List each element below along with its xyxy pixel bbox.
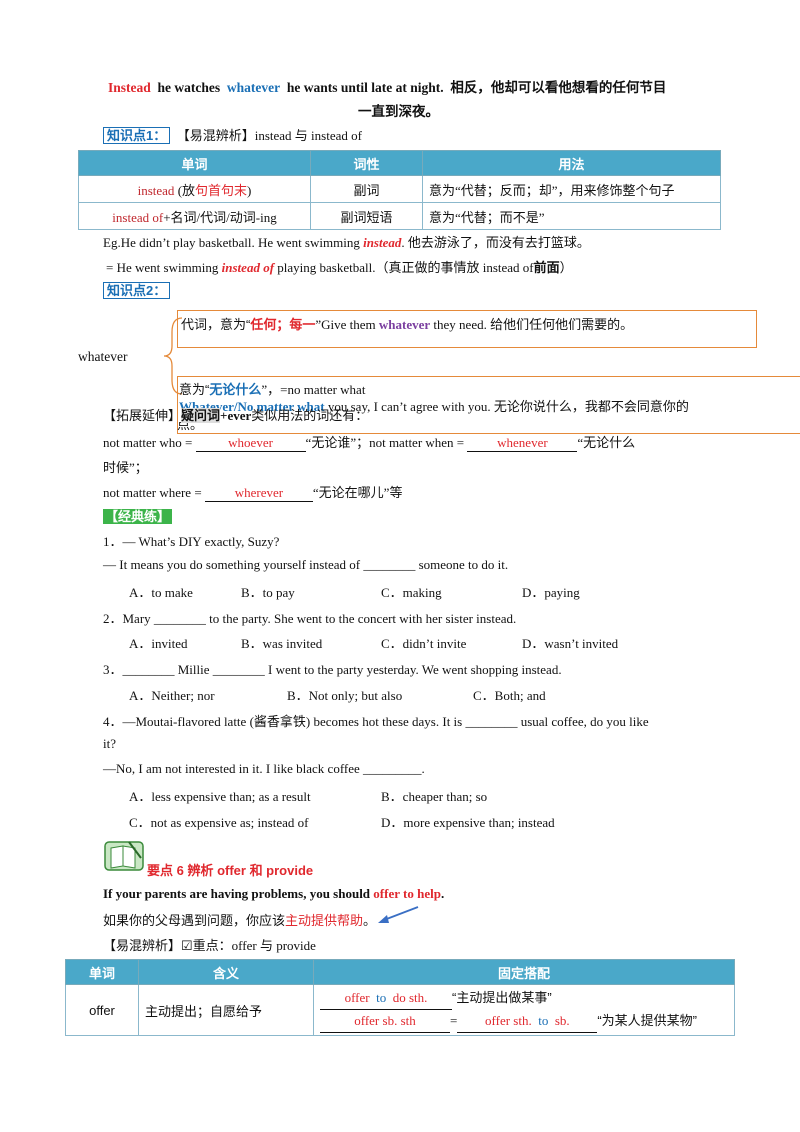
table2-header-meaning: 含义: [138, 959, 314, 985]
definition-box-2: [177, 376, 800, 434]
extension-where: not matter where = wherever“无论在哪儿”等: [103, 485, 403, 502]
q3-opt-a[interactable]: A．Neither; nor: [129, 688, 215, 703]
q1-line2: — It means you do something yourself ins…: [103, 557, 509, 572]
bracket: [163, 317, 183, 395]
answer-whoever: whoever: [195, 435, 306, 452]
bx-heading: 【易混辨析】☑重点：offer 与 provide: [103, 938, 316, 953]
q2-opt-c[interactable]: C．didn’t invite: [381, 636, 467, 651]
book-icon: [104, 841, 144, 871]
answer-wherever: wherever: [204, 485, 313, 502]
example-2: = He went swimming instead of playing ba…: [106, 260, 573, 275]
q3-opt-b[interactable]: B．Not only; but also: [287, 688, 403, 703]
example-1: Eg.He didn’t play basketball. He went sw…: [103, 235, 590, 250]
table-row: instead of+名词/代词/动词-ing 副词短语 意为“代替；而不是”: [78, 202, 721, 230]
q1-opt-a[interactable]: A．to make: [129, 585, 193, 600]
q2-question: 2．Mary ________ to the party. She went t…: [103, 611, 517, 626]
kp1-heading: 知识点1： 【易混辨析】instead 与 instead of: [103, 125, 362, 144]
point6-example: If your parents are having problems, you…: [103, 886, 445, 901]
kp2-heading: 知识点2：: [103, 282, 171, 299]
q4-opt-b[interactable]: B．cheaper than; so: [381, 789, 488, 804]
extension-who: not matter who = whoever“无论谁”；not matter…: [103, 435, 636, 452]
intro-whatever: whatever: [226, 80, 281, 95]
definition-2-example: Whatever/No matter what you say, I can’t…: [179, 399, 689, 414]
q1-question: 1．— What’s DIY exactly, Suzy?: [103, 534, 280, 549]
q3-opt-c[interactable]: C．Both; and: [473, 688, 546, 703]
collocation-2: offer sb. sth=offer sth. to sb.“为某人提供某物”: [320, 1010, 733, 1033]
intro-line-1: Instead he watches whatever he wants unt…: [108, 80, 667, 95]
point6-translation: 如果你的父母遇到问题，你应该主动提供帮助。: [103, 913, 377, 928]
q2-opt-a[interactable]: A．invited: [129, 636, 188, 651]
arrow-icon: [378, 906, 419, 923]
q4-opt-d[interactable]: D．more expensive than; instead: [381, 815, 555, 830]
answer-whenever: whenever: [467, 435, 578, 452]
q4-line3: —No, I am not interested in it. I like b…: [103, 761, 425, 776]
intro-line-2: 一直到深夜。: [358, 104, 439, 119]
extension-time: 时候”；: [103, 460, 148, 475]
q1-opt-c[interactable]: C．making: [381, 585, 442, 600]
table1-header-usage: 用法: [422, 150, 721, 176]
table2-header-collocation: 固定搭配: [313, 959, 735, 985]
table1-header-pos: 词性: [310, 150, 423, 176]
classic-heading: 【经典练】: [103, 509, 173, 524]
definition-2: 意为“无论什么”，=no matter what: [179, 382, 366, 397]
q1-opt-d[interactable]: D．paying: [522, 585, 580, 600]
whatever-word: whatever: [78, 349, 128, 364]
point6-heading: 要点 6 辨析 offer 和 provide: [147, 863, 314, 878]
q4-opt-a[interactable]: A．less expensive than; as a result: [129, 789, 311, 804]
collocation-1: offer to do sth.“主动提出做某事”: [320, 987, 733, 1010]
intro-instead: Instead: [108, 80, 151, 95]
q4-question-2: it?: [103, 736, 116, 751]
q2-opt-b[interactable]: B．was invited: [241, 636, 323, 651]
q4-opt-c[interactable]: C．not as expensive as; instead of: [129, 815, 309, 830]
table-row: offer 主动提出；自愿给予 offer to do sth.“主动提出做某事…: [65, 984, 735, 1036]
table2-header-word: 单词: [65, 959, 139, 985]
kp2-label: 知识点2：: [103, 282, 171, 299]
q4-question: 4．—Moutai-flavored latte (酱香拿铁) becomes …: [103, 714, 649, 729]
offer-table: 单词 含义 固定搭配 offer 主动提出；自愿给予 offer to do s…: [65, 959, 735, 1036]
q1-opt-b[interactable]: B．to pay: [241, 585, 295, 600]
definition-box-1: [177, 310, 757, 348]
table1-header-word: 单词: [78, 150, 311, 176]
definition-1: 代词，意为“任何；每一”Give them whatever they need…: [181, 317, 634, 332]
q2-opt-d[interactable]: D．wasn’t invited: [522, 636, 619, 651]
extension-heading: 【拓展延伸】疑问词+ever类似用法的词还有：: [103, 408, 369, 423]
table-row: instead (放句首句末) 副词 意为“代替；反而；却”，用来修饰整个句子: [78, 175, 721, 203]
instead-table: 单词 词性 用法 instead (放句首句末) 副词 意为“代替；反而；却”，…: [78, 150, 721, 230]
kp1-label: 知识点1：: [103, 127, 171, 144]
q3-question: 3．________ Millie ________ I went to the…: [103, 662, 562, 677]
